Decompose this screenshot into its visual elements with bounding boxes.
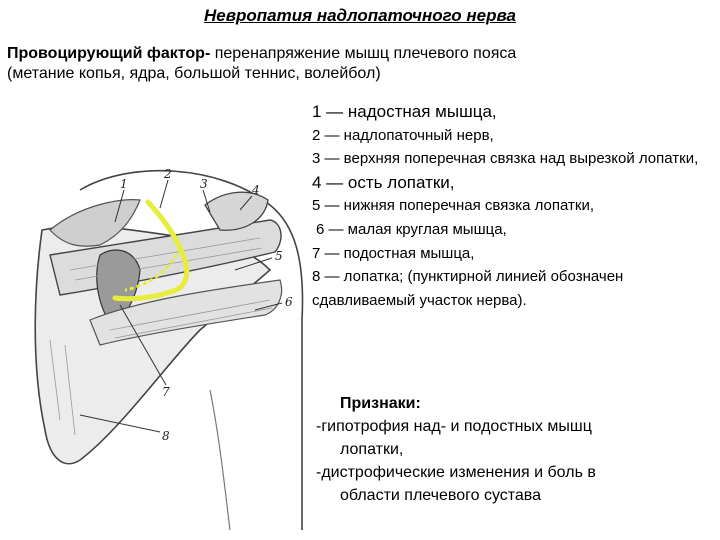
sign-1-line-2: лопатки, [340,441,404,458]
suprascapular-nerve [112,199,190,302]
sign-1-line-1: -гипотрофия над- и подостных мышц [316,418,592,435]
factor-text-1: перенапряжение мышц плечевого пояса [210,45,517,62]
legend-item-8: 8 — лопатка; (пунктирной линией обозначе… [312,268,624,309]
legend-item-2: 2 — надлопаточный нерв, [312,126,494,144]
figure-label-6: 6 [285,295,293,309]
sign-2-line-2: области плечевого сустава [340,487,542,504]
factor-label: Провоцирующий фактор- [7,45,211,62]
legend-item-4: 4 — ость лопатки, [312,172,455,192]
muscle-fibers [49,237,273,436]
signs-heading: Признаки: [340,395,421,412]
legend-item-5: 5 — нижняя поперечная связка лопатки, [312,197,594,215]
shoulder-anatomy-illustration: 1 2 3 4 5 6 7 8 [20,160,312,530]
signs-section: Признаки: -гипотрофия над- и подостных м… [316,392,706,507]
figure-label-3: 3 [200,177,208,191]
figure-label-5: 5 [275,249,283,263]
factor-text-2: (метание копья, ядра, большой теннис, во… [7,65,381,82]
anatomy-drawing: 1 2 3 4 5 6 7 8 [34,167,304,530]
legend-item-1: 1 — надостная мышца, [312,102,497,121]
figure-label-1: 1 [120,177,128,191]
legend-item-6: 6 — малая круглая мышца, [316,220,507,238]
sign-2-line-1: -дистрофические изменения и боль в [316,464,596,481]
legend-item-7: 7 — подостная мышца, [312,244,475,262]
nerve-compressed-segment [124,247,182,292]
page-title: Невропатия надлопаточного нерва [203,6,516,25]
teres-minor-muscle [89,279,283,346]
provoking-factor: Провоцирующий фактор- перенапряжение мыш… [7,44,707,84]
humerus-line [209,389,231,530]
arm-outline [79,170,304,530]
acromion [204,191,269,231]
legend-item-3: 3 — верхняя поперечная связка над вырезк… [312,150,699,168]
figure-label-4: 4 [251,183,260,197]
figure-legend: 1 — надостная мышца, 2 — надлопаточный н… [312,100,712,312]
leader-lines [79,179,283,433]
figure-label-2: 2 [163,167,172,181]
figure-label-7: 7 [162,385,170,399]
figure-label-8: 8 [162,429,170,443]
